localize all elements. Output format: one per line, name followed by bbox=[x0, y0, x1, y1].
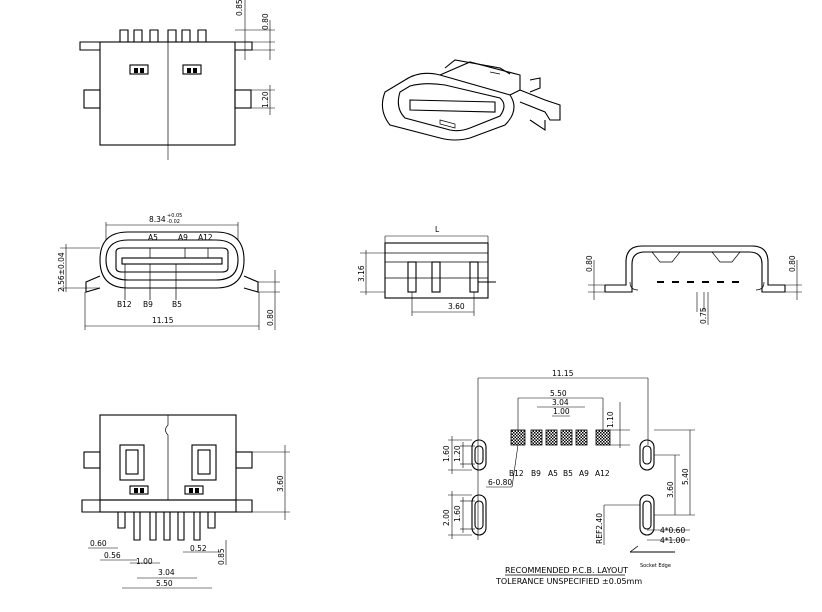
pin-bottom-b9: B9 bbox=[143, 300, 153, 309]
view-3d bbox=[381, 59, 561, 141]
pcb-pad-count: 6-0.80 bbox=[488, 478, 512, 487]
pcb-right-spacing-1: 3.60 bbox=[666, 481, 675, 498]
pcb-right-spacing-2: 5.40 bbox=[681, 468, 690, 485]
dim-side-height: 3.16 bbox=[357, 265, 366, 282]
pcb-slot-left-outer: 1.60 bbox=[442, 445, 451, 462]
dim-back-bottom: 0.75 bbox=[699, 307, 708, 324]
dim-120: 1.20 bbox=[261, 91, 270, 108]
pcb-span-outer: 5.50 bbox=[550, 389, 567, 398]
dim-bottom-360: 3.60 bbox=[276, 475, 285, 492]
dim-foot-height: 0.80 bbox=[266, 309, 275, 326]
dim-bottom-056: 0.56 bbox=[104, 551, 121, 560]
view-front: 11.15 8.34 +0.05 -0.02 2.56±0.04 A5 A9 A… bbox=[57, 213, 280, 330]
view-back: 0.80 0.80 0.75 bbox=[585, 245, 802, 325]
pcb-hole-dim-2: 4*1.00 bbox=[660, 536, 685, 545]
pcb-pin-a5: A5 bbox=[548, 469, 558, 478]
dim-bottom-304: 3.04 bbox=[158, 568, 175, 577]
pcb-pitch: 1.00 bbox=[553, 407, 570, 416]
dim-width-main: 8.34 bbox=[149, 215, 166, 224]
pcb-pin-b5: B5 bbox=[563, 469, 573, 478]
dim-peg-spacing: 3.60 bbox=[448, 302, 465, 311]
pcb-pin-b9: B9 bbox=[531, 469, 541, 478]
pcb-pin-a9: A9 bbox=[579, 469, 589, 478]
pcb-hole-dim-1: 4*0.60 bbox=[660, 526, 685, 535]
pcb-slot-left2-inner: 1.60 bbox=[453, 505, 462, 522]
pcb-slot-left-inner: 1.20 bbox=[453, 445, 462, 462]
dim-back-left: 0.80 bbox=[585, 255, 594, 272]
pcb-pin-b12: B12 bbox=[509, 469, 524, 478]
pin-top-a12: A12 bbox=[198, 233, 213, 242]
dim-length-l: L bbox=[435, 225, 440, 234]
dim-back-right: 0.80 bbox=[788, 255, 797, 272]
view-top-side: 0.85 0.80 1.20 bbox=[79, 0, 275, 160]
dim-bottom-550: 5.50 bbox=[156, 579, 173, 588]
pin-top-a9: A9 bbox=[178, 233, 188, 242]
view-bottom: 0.60 0.56 1.00 0.52 0.85 3.04 5.50 3.60 bbox=[81, 414, 290, 589]
pcb-pin-a12: A12 bbox=[595, 469, 610, 478]
pcb-pad-len: 1.10 bbox=[606, 411, 615, 428]
dim-width-tol-upper: +0.05 bbox=[167, 213, 182, 219]
pin-bottom-b12: B12 bbox=[117, 300, 132, 309]
dim-bottom-052: 0.52 bbox=[190, 544, 207, 553]
dim-085: 0.85 bbox=[235, 0, 244, 16]
view-side: L 3.16 3.60 bbox=[357, 225, 496, 316]
dim-width-tol-lower: -0.02 bbox=[167, 219, 180, 225]
pcb-span-mid: 3.04 bbox=[552, 398, 569, 407]
pcb-note-tolerance: TOLERANCE UNSPECIFIED ±0.05mm bbox=[495, 577, 642, 586]
dim-bottom-060: 0.60 bbox=[90, 539, 107, 548]
pin-bottom-b5: B5 bbox=[172, 300, 182, 309]
view-pcb-layout: 11.15 5.50 3.04 1.00 1.10 B12 B9 A5 B5 A… bbox=[442, 369, 695, 586]
pin-top-a5: A5 bbox=[148, 233, 158, 242]
pcb-slot-left2-outer: 2.00 bbox=[442, 509, 451, 526]
dim-bottom-100: 1.00 bbox=[136, 557, 153, 566]
pcb-board-edge: Socket Edge bbox=[640, 563, 671, 569]
pcb-note-title: RECOMMENDED P.C.B. LAYOUT bbox=[505, 566, 628, 575]
dim-080: 0.80 bbox=[261, 13, 270, 30]
dim-bottom-085: 0.85 bbox=[217, 548, 226, 565]
dim-overall-width: 11.15 bbox=[152, 316, 174, 325]
pcb-overall: 11.15 bbox=[552, 369, 574, 378]
dim-height: 2.56±0.04 bbox=[57, 252, 66, 292]
pcb-ref: REF2.40 bbox=[595, 513, 604, 544]
